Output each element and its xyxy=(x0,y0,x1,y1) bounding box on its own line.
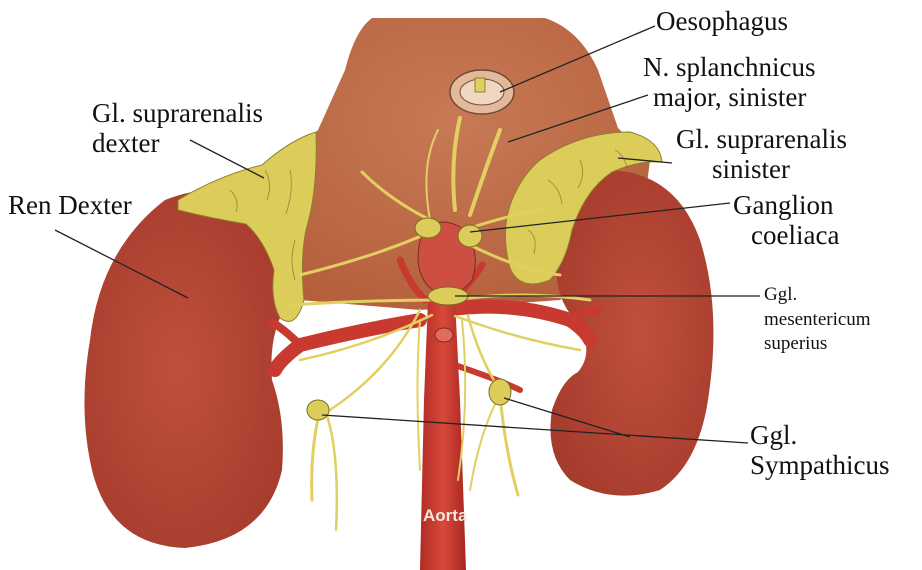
label-ganglion-coeliaca-line1: Ganglion xyxy=(733,190,839,220)
label-sympathicus-line2: Sympathicus xyxy=(750,450,890,480)
label-mesentericum: Ggl. mesentericum superius xyxy=(764,283,871,357)
label-splanchnicus-line2: major, sinister xyxy=(643,82,815,112)
label-supra-sinister: Gl. suprarenalis sinister xyxy=(676,124,847,184)
label-ren-dexter: Ren Dexter xyxy=(8,190,132,220)
label-splanchnicus: N. splanchnicus major, sinister xyxy=(643,52,815,112)
ganglion-sympathicus-right xyxy=(307,400,329,420)
ganglion-coeliaca-left xyxy=(415,218,441,238)
label-ganglion-coeliaca: Ganglion coeliaca xyxy=(733,190,839,250)
label-supra-dexter-line1: Gl. suprarenalis xyxy=(92,98,263,128)
label-supra-sinister-line1: Gl. suprarenalis xyxy=(676,124,847,154)
label-mesentericum-line2: mesentericum xyxy=(764,308,871,333)
label-sympathicus-line1: Ggl. xyxy=(750,420,890,450)
label-supra-dexter: Gl. suprarenalis dexter xyxy=(92,98,263,158)
label-supra-dexter-line2: dexter xyxy=(92,128,263,158)
ren-dexter-shape xyxy=(84,190,292,548)
ganglion-sympathicus-left xyxy=(489,379,511,405)
label-ganglion-coeliaca-line2: coeliaca xyxy=(733,220,839,250)
label-oesophagus: Oesophagus xyxy=(656,6,788,36)
label-sympathicus: Ggl. Sympathicus xyxy=(750,420,890,480)
label-aorta: Aorta xyxy=(423,506,467,526)
label-supra-sinister-line2: sinister xyxy=(676,154,847,184)
ganglion-coeliaca-right xyxy=(458,225,482,247)
label-splanchnicus-line1: N. splanchnicus xyxy=(643,52,815,82)
label-mesentericum-line1: Ggl. xyxy=(764,283,871,308)
label-mesentericum-line3: superius xyxy=(764,332,871,357)
